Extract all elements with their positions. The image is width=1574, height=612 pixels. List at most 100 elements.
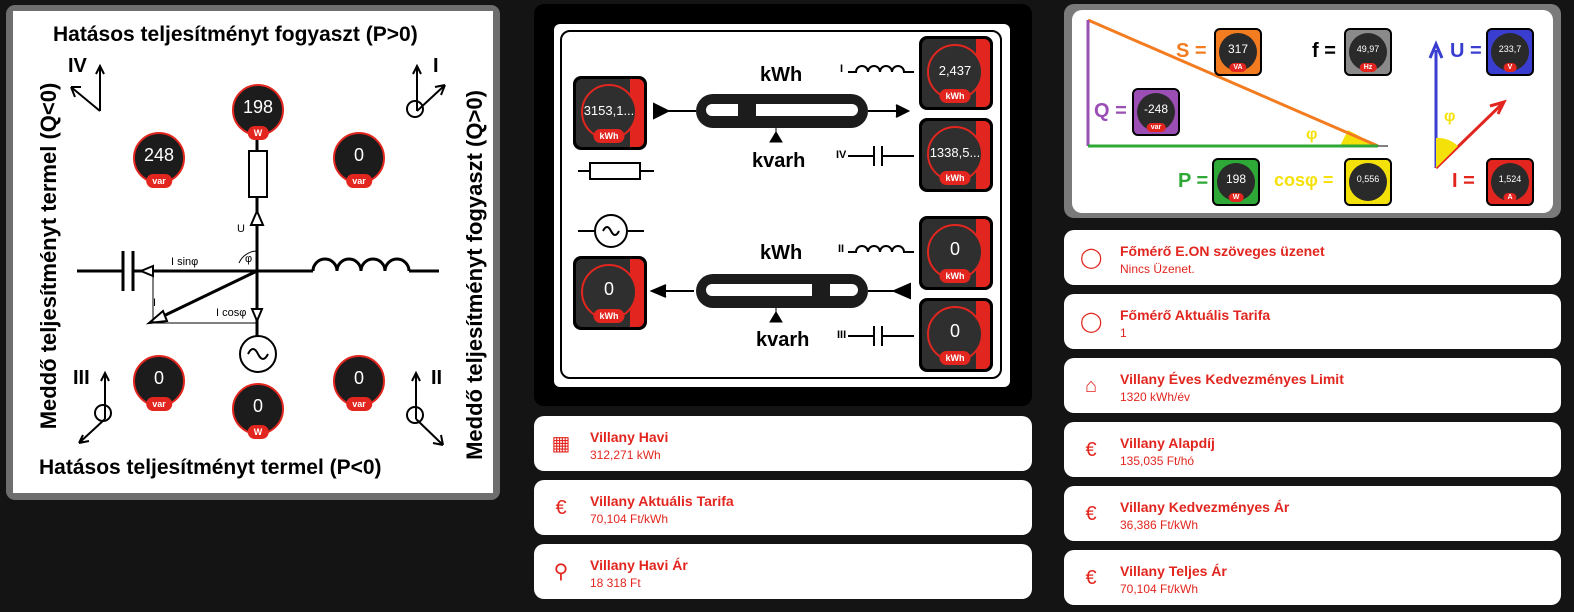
kwh-bottom-label: kWh [760, 242, 803, 264]
quadrant-i-tag: I [840, 63, 844, 75]
tile-unit: VA [1229, 63, 1247, 72]
euro-icon: € [1085, 503, 1097, 525]
meter-export-total: 0 kWh [573, 256, 647, 330]
card-kedvezmenyes-ar[interactable]: € Villany Kedvezményes Ár 36,386 Ft/kWh [1064, 486, 1561, 541]
card-value: 312,271 kWh [590, 448, 661, 462]
meter-frame: kWh kvarh kWh kvarh I IV II III 3153,1..… [554, 24, 1010, 387]
tile-value: 0,556 [1356, 174, 1380, 184]
meter-inner-frame [560, 30, 1002, 379]
card-fomero-aktualis-tarifa[interactable]: ◯ Főmérő Aktuális Tarifa 1 [1064, 294, 1561, 349]
meter-value: 1338,5... [929, 145, 981, 160]
card-title: Villany Havi [590, 429, 669, 445]
card-title: Villany Teljes Ár [1120, 563, 1227, 579]
phasor-schematic [70, 63, 446, 446]
tile-unit: V [1503, 63, 1517, 72]
frequency-tile: 49,97 Hz [1344, 28, 1392, 76]
tile-value: 198 [1225, 172, 1247, 186]
gauge-value: 0 [353, 145, 364, 165]
current-tile: 1,524 A [1486, 158, 1534, 206]
card-title: Villany Aktuális Tarifa [590, 493, 734, 509]
quadrant-ii-label: II [431, 367, 443, 389]
power-triangle-diagram: S = 317 VA f = 49,97 Hz Q = -248 var φ P… [1072, 10, 1553, 213]
euro-icon: € [555, 497, 567, 519]
meter-value: 0 [949, 239, 960, 259]
reactive-power-tile: -248 var [1132, 88, 1180, 136]
gauge-value: 248 [143, 145, 175, 165]
voltage-tile: 233,7 V [1486, 28, 1534, 76]
card-title: Villany Havi Ár [590, 557, 688, 573]
meter-unit: kWh [939, 269, 971, 283]
gauge-unit: var [346, 174, 372, 188]
euro-icon: € [1085, 439, 1097, 461]
card-value: 36,386 Ft/kWh [1120, 518, 1199, 532]
tile-unit: W [1228, 193, 1244, 202]
gauge-unit: W [247, 425, 269, 439]
bottom-label: Hatásos teljesítményt termel (P<0) [39, 456, 382, 479]
quadrant-iv-tag: IV [836, 149, 847, 161]
active-power-tile: 198 W [1212, 158, 1260, 206]
gauge-q-upper-left: 248 var [133, 132, 185, 188]
tile-value: 233,7 [1498, 44, 1522, 54]
meter-unit: kWh [593, 129, 625, 143]
quadrant-iii-tag: III [837, 329, 847, 341]
card-villany-aktualis-tarifa[interactable]: € Villany Aktuális Tarifa 70,104 Ft/kWh [534, 480, 1032, 535]
meter-schematic [578, 65, 914, 346]
meter-unit: kWh [939, 89, 971, 103]
meter-value: 0 [949, 321, 960, 341]
gauge-unit: W [247, 126, 269, 140]
tile-unit: Hz [1359, 63, 1377, 72]
gauge-q-lower-left: 0 var [133, 355, 185, 411]
meter-panel: kWh kvarh kWh kvarh I IV II III 3153,1..… [534, 4, 1032, 406]
card-value: 1 [1120, 326, 1127, 340]
card-title: Villany Alapdíj [1120, 435, 1215, 451]
phi-symbol-triangle: φ [1306, 126, 1318, 143]
i-cos-label: I cosφ [216, 307, 247, 319]
card-eves-kedvezmenyes-limit[interactable]: ⌂ Villany Éves Kedvezményes Limit 1320 k… [1064, 358, 1561, 413]
card-value: 1320 kWh/év [1120, 390, 1191, 404]
card-villany-alapdij[interactable]: € Villany Alapdíj 135,035 Ft/hó [1064, 422, 1561, 477]
meter-q2: 0 kWh [919, 216, 993, 290]
card-value: 18 318 Ft [590, 576, 641, 590]
f-symbol: f = [1312, 40, 1336, 62]
p-symbol: P = [1178, 170, 1209, 192]
meter-value: 3153,1... [583, 103, 635, 118]
gauge-unit: var [146, 174, 172, 188]
u-symbol: U = [1450, 40, 1482, 62]
quadrant-iii-label: III [73, 367, 90, 389]
meter-unit: kWh [593, 309, 625, 323]
transmission-tower-icon: ⚲ [553, 561, 569, 583]
gauge-unit: var [146, 397, 172, 411]
tile-value: 49,97 [1356, 44, 1380, 54]
card-fomero-eon-uzenet[interactable]: ◯ Főmérő E.ON szöveges üzenet Nincs Üzen… [1064, 230, 1561, 285]
i-label: I [153, 297, 157, 309]
card-villany-havi-ar[interactable]: ⚲ Villany Havi Ár 18 318 Ft [534, 544, 1032, 599]
home-lightning-icon: ⌂ [1084, 375, 1098, 397]
quadrant-diagram: Hatásos teljesítményt fogyaszt (P>0) Hat… [13, 11, 493, 493]
meter-icon: ▦ [551, 433, 571, 455]
apparent-power-tile: 317 VA [1214, 28, 1262, 76]
meter-value: 2,437 [938, 63, 972, 78]
card-title: Főmérő E.ON szöveges üzenet [1120, 243, 1325, 259]
i-sin-label: I sinφ [171, 256, 199, 268]
card-value: 70,104 Ft/kWh [590, 512, 669, 526]
meter-import-total: 3153,1... kWh [573, 76, 647, 150]
euro-icon: € [1085, 567, 1097, 589]
kvarh-top-label: kvarh [752, 150, 806, 172]
card-villany-havi[interactable]: ▦ Villany Havi 312,271 kWh [534, 416, 1032, 471]
kwh-top-label: kWh [760, 64, 803, 86]
top-label: Hatásos teljesítményt fogyaszt (P>0) [53, 23, 418, 46]
meter-q4: 1338,5... kWh [919, 118, 993, 192]
u-label: U [237, 223, 245, 235]
gauge-active-produce: 0 W [232, 383, 284, 439]
card-value: 135,035 Ft/hó [1120, 454, 1195, 468]
phi-symbol-phasor: φ [1444, 108, 1456, 125]
meter-unit: kWh [939, 351, 971, 365]
i-symbol: I = [1452, 170, 1475, 192]
meter-electric-icon: ◯ [1080, 311, 1103, 333]
kvarh-bottom-label: kvarh [756, 329, 810, 351]
gauge-q-lower-right: 0 var [333, 355, 385, 411]
card-teljes-ar[interactable]: € Villany Teljes Ár 70,104 Ft/kWh [1064, 550, 1561, 605]
gauge-unit: var [346, 397, 372, 411]
quadrant-iv-label: IV [68, 55, 87, 77]
meter-value: 0 [603, 279, 614, 299]
